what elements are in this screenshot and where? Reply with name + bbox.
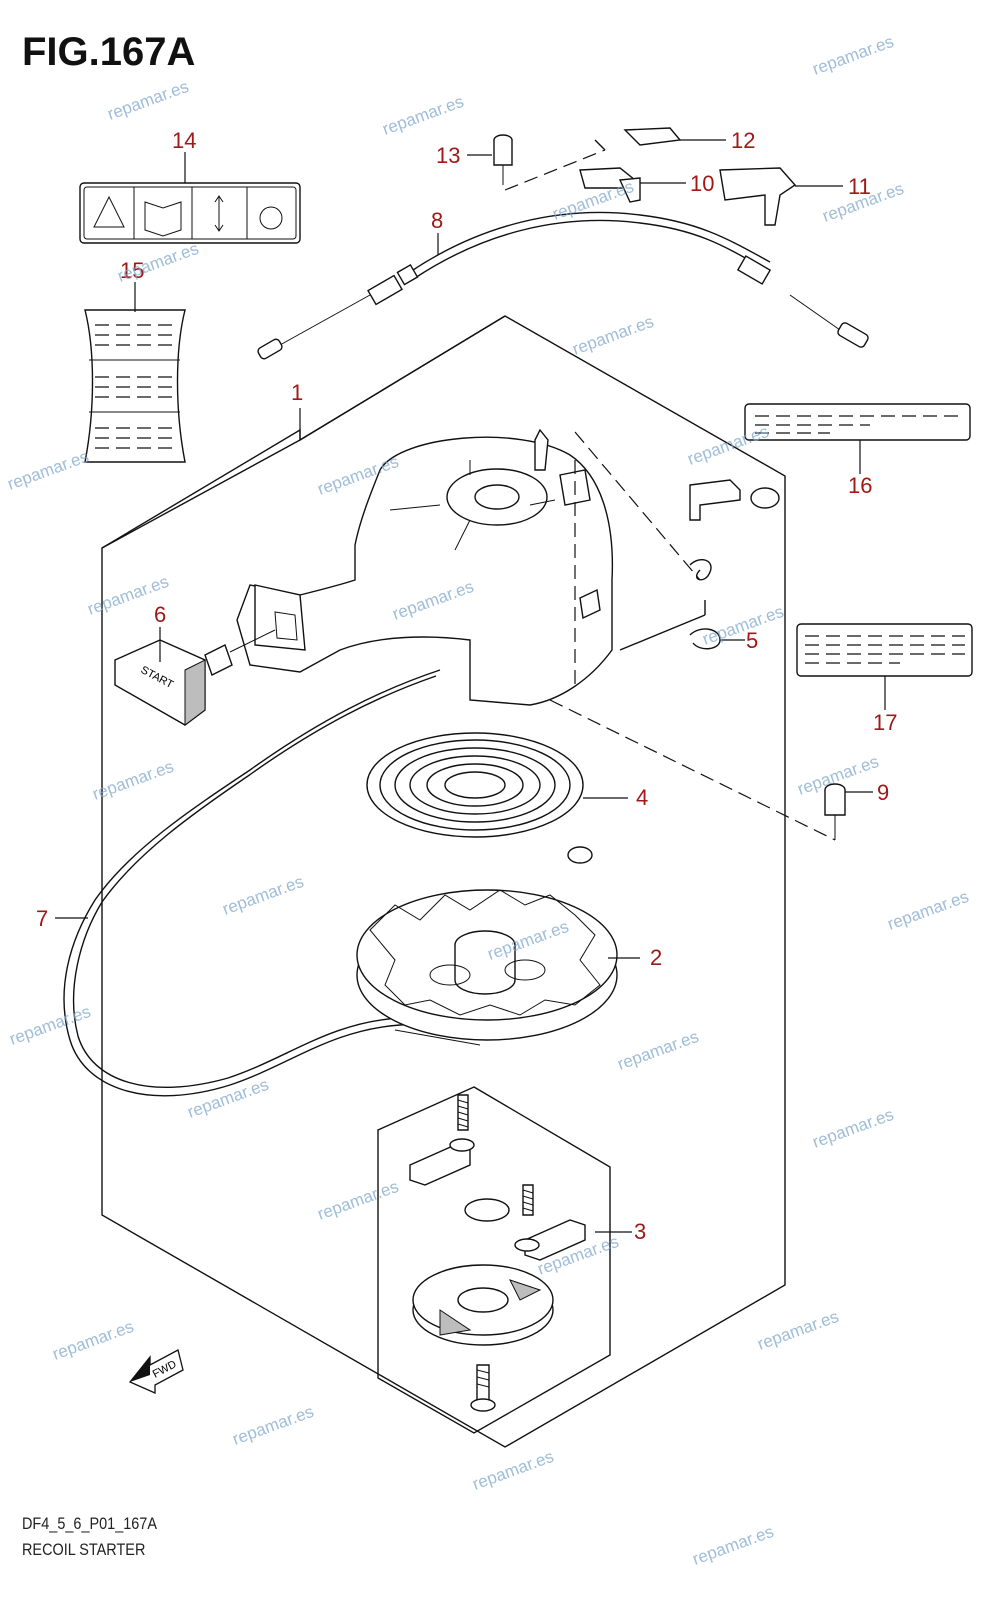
starter-case xyxy=(236,428,614,706)
callout-4: 4 xyxy=(636,785,648,810)
callout-17: 17 xyxy=(873,710,897,735)
watermark-text: repamar.es xyxy=(690,1522,776,1569)
watermark-text: repamar.es xyxy=(570,312,656,359)
watermark-text: repamar.es xyxy=(50,1317,136,1364)
fwd-arrow-icon: FWD xyxy=(128,1349,184,1394)
callout-numbers: 1 2 3 4 5 6 7 8 9 10 11 12 13 14 15 16 1… xyxy=(36,128,897,1244)
watermark-text: repamar.es xyxy=(810,1105,896,1152)
spiral-spring xyxy=(366,732,593,864)
watermark-text: repamar.es xyxy=(185,1075,271,1122)
label-17 xyxy=(796,623,973,677)
figure-code: DF4_5_6_P01_167A xyxy=(22,1514,157,1533)
callout-5: 5 xyxy=(746,628,758,653)
watermark-text: repamar.es xyxy=(5,447,91,494)
callout-11: 11 xyxy=(848,174,871,199)
warning-triangle-icon xyxy=(93,195,125,228)
alignment-line xyxy=(504,149,606,191)
watermark-text: repamar.es xyxy=(810,32,896,79)
figure-title: FIG.167A xyxy=(22,30,196,74)
watermark-text: repamar.es xyxy=(470,1447,556,1494)
control-cable xyxy=(257,211,869,360)
figure-name: RECOIL STARTER xyxy=(22,1540,146,1559)
watermark-text: repamar.es xyxy=(380,92,466,139)
callout-2: 2 xyxy=(650,945,662,970)
callout-12: 12 xyxy=(731,128,755,153)
watermark-text: repamar.es xyxy=(685,422,771,469)
starter-handle: START xyxy=(114,629,276,726)
cable-bracket-parts xyxy=(493,127,797,226)
outline-edge xyxy=(299,315,506,441)
bolt xyxy=(824,783,846,840)
callout-13: 13 xyxy=(436,143,460,168)
starter-rope xyxy=(63,669,481,1097)
callout-16: 16 xyxy=(848,473,872,498)
watermark-text: repamar.es xyxy=(115,239,201,286)
ratchet-subassembly-outline xyxy=(377,1086,611,1434)
callout-3: 3 xyxy=(634,1219,646,1244)
pull-arrow-icon xyxy=(214,195,224,232)
callout-10: 10 xyxy=(690,171,714,196)
manual-book-icon xyxy=(144,201,182,237)
callout-14: 14 xyxy=(172,128,196,153)
watermark-text: repamar.es xyxy=(885,887,971,934)
callout-6: 6 xyxy=(154,602,166,627)
leader-lines xyxy=(55,139,886,1233)
watermark-text: repamar.es xyxy=(315,1177,401,1224)
callout-7: 7 xyxy=(36,906,48,931)
start-circle-icon xyxy=(259,206,283,230)
watermark-text: repamar.es xyxy=(105,77,191,124)
ratchet-parts xyxy=(409,1094,586,1412)
callout-15: 15 xyxy=(120,258,144,283)
outline-edge xyxy=(101,439,301,549)
rope-reel xyxy=(356,889,618,1046)
watermark-text: repamar.es xyxy=(230,1402,316,1449)
callout-9: 9 xyxy=(877,780,889,805)
label-16 xyxy=(744,403,971,441)
callout-1: 1 xyxy=(291,380,303,405)
alignment-line xyxy=(574,431,701,581)
warning-label-sheet xyxy=(79,182,301,244)
watermark-text: repamar.es xyxy=(700,602,786,649)
caution-label xyxy=(84,309,186,463)
watermark-text: repamar.es xyxy=(220,872,306,919)
watermark-text: repamar.es xyxy=(615,1027,701,1074)
callout-8: 8 xyxy=(431,208,443,233)
watermark-text: repamar.es xyxy=(90,757,176,804)
watermark-text: repamar.es xyxy=(755,1307,841,1354)
alignment-line xyxy=(549,699,836,841)
